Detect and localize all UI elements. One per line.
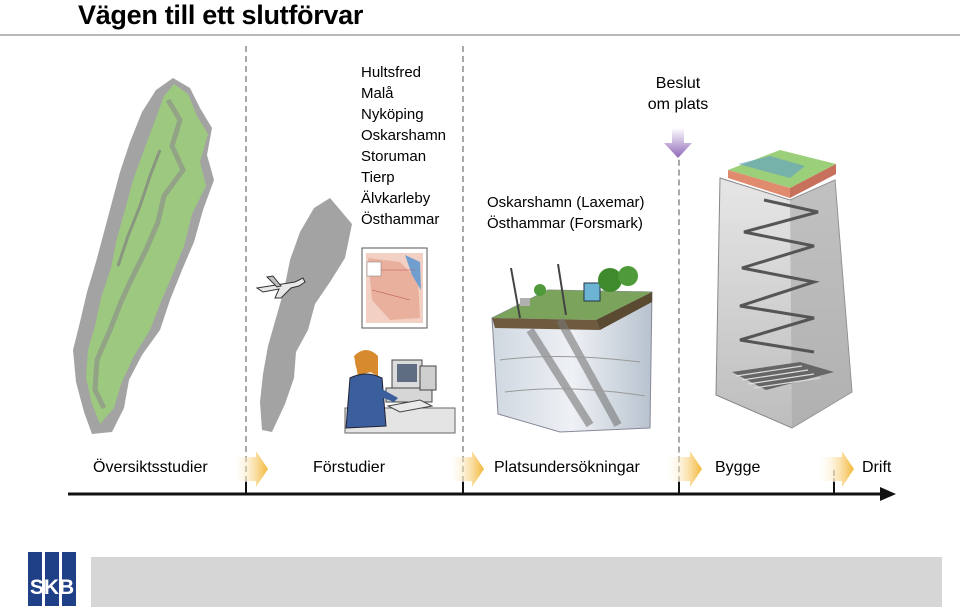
sweden-map-feasibility <box>260 198 352 432</box>
phase-divider-2 <box>462 46 464 492</box>
airplane-icon <box>255 275 306 299</box>
stage-arrow-icon <box>820 451 854 487</box>
timeline-axis <box>68 482 896 501</box>
stage-label-overview: Översiktsstudier <box>93 459 208 476</box>
decision-label: Beslut om plats <box>628 73 728 115</box>
stage-arrow-icon <box>234 451 268 487</box>
list-item: Oskarshamn (Laxemar) <box>487 194 645 211</box>
decision-label-line1: Beslut <box>655 75 701 92</box>
skb-logo: SKB <box>28 552 76 606</box>
list-item: Storuman <box>361 148 427 165</box>
stage-label-site-investigation: Platsundersökningar <box>494 459 640 476</box>
decision-arrow-icon <box>664 128 692 158</box>
site-investigation-illustration <box>491 263 653 433</box>
list-item: Malå <box>361 85 394 102</box>
list-item: Oskarshamn <box>361 127 447 144</box>
list-item: Östhammar (Forsmark) <box>487 215 643 232</box>
phase-divider-3 <box>678 140 680 492</box>
stage-label-feasibility: Förstudier <box>313 459 386 476</box>
title-underline <box>0 34 960 36</box>
researcher-at-computer <box>344 350 456 434</box>
stage-arrows <box>234 451 854 487</box>
stage-label-construction: Bygge <box>715 459 761 476</box>
list-item: Tierp <box>361 169 395 186</box>
list-item: Östhammar <box>361 211 440 228</box>
sweden-map-overview <box>73 78 214 434</box>
stage-arrow-icon <box>668 451 702 487</box>
phase-divider-1 <box>245 46 247 492</box>
svg-text:SKB: SKB <box>30 576 74 599</box>
stage-label-operation: Drift <box>862 459 892 476</box>
list-item: Hultsfred <box>361 64 422 81</box>
footer-bar <box>91 557 942 607</box>
investigation-sites-list: Oskarshamn (Laxemar) Östhammar (Forsmark… <box>487 192 645 234</box>
list-item: Nyköping <box>361 106 424 123</box>
final-repository-illustration <box>715 150 853 429</box>
map-document-icon <box>361 247 428 329</box>
decision-label-line2: om plats <box>647 96 709 113</box>
list-item: Älvkarleby <box>361 190 431 207</box>
feasibility-sites-list: Hultsfred Malå Nyköping Oskarshamn Storu… <box>361 62 446 230</box>
page-title: Vägen till ett slutförvar <box>78 0 364 30</box>
stage-arrow-icon <box>450 451 484 487</box>
